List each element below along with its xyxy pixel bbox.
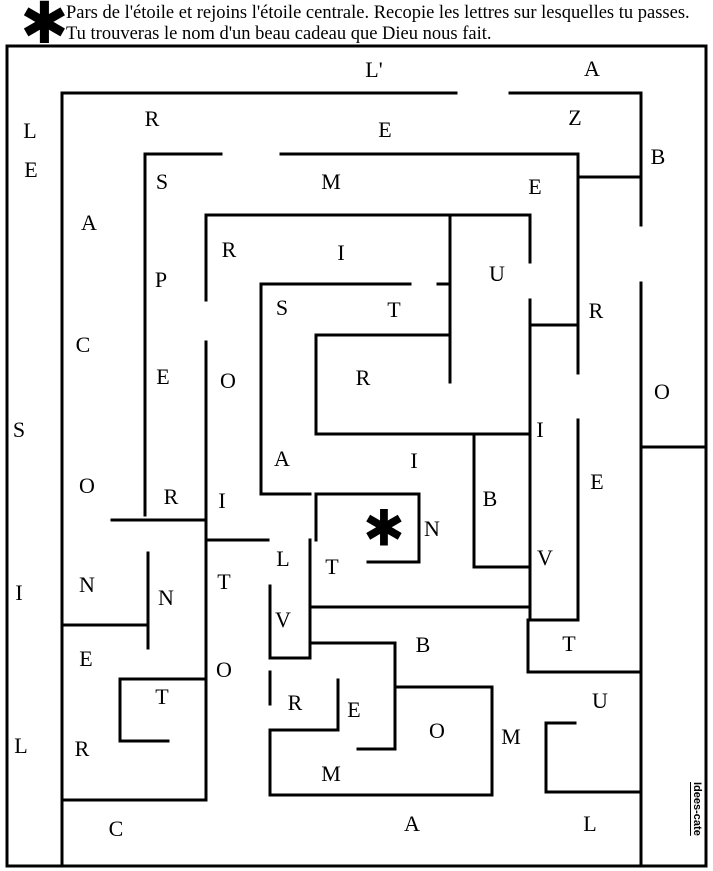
maze-letter: T	[155, 684, 169, 709]
maze-letter: A	[584, 56, 600, 81]
maze-letter: B	[483, 486, 498, 511]
maze-letter: L	[23, 118, 36, 143]
maze-letter: N	[424, 516, 440, 541]
maze-letter: O	[429, 718, 445, 743]
maze-letter: S	[156, 169, 168, 194]
maze-letter: N	[79, 572, 95, 597]
maze-letter: I	[218, 488, 225, 513]
maze-letter: E	[378, 117, 391, 142]
maze-letter: R	[164, 484, 179, 509]
maze-letter: I	[15, 580, 22, 605]
maze-letter: R	[145, 106, 160, 131]
maze-letter: O	[79, 473, 95, 498]
maze-letter: T	[325, 554, 339, 579]
maze-letter: B	[651, 144, 666, 169]
maze-letter: S	[13, 417, 25, 442]
maze-walls	[5, 44, 708, 868]
maze-letter: R	[75, 736, 90, 761]
maze-letter: V	[275, 607, 291, 632]
maze-letter: L	[276, 546, 289, 571]
maze-letter: E	[590, 469, 603, 494]
maze-letters: L' A L E R E Z B S M E A R I U P S T R C…	[13, 56, 670, 841]
maze-letter: O	[654, 379, 670, 404]
maze-letter: I	[536, 417, 543, 442]
maze-letter: T	[562, 631, 576, 656]
maze-letter: I	[410, 448, 417, 473]
center-star-icon: ✱	[363, 500, 405, 558]
maze-letter: V	[537, 545, 553, 570]
maze-letter: R	[288, 690, 303, 715]
maze-letter: A	[274, 446, 290, 471]
instructions: Pars de l'étoile et rejoins l'étoile cen…	[66, 3, 690, 44]
maze-letter: M	[321, 761, 341, 786]
maze-letter: L'	[365, 57, 382, 82]
maze-letter: R	[356, 365, 371, 390]
maze-letter: S	[276, 295, 288, 320]
maze-letter: P	[155, 267, 167, 292]
maze-letter: U	[592, 688, 608, 713]
maze-letter: R	[589, 298, 604, 323]
maze-letter: C	[76, 332, 91, 357]
maze-letter: O	[220, 368, 236, 393]
maze-letter: C	[109, 816, 124, 841]
maze-letter: N	[158, 585, 174, 610]
maze-letter: A	[81, 210, 97, 235]
maze-letter: E	[528, 174, 541, 199]
maze-letter: A	[404, 811, 420, 836]
maze-letter: L	[583, 811, 596, 836]
maze-letter: U	[489, 261, 505, 286]
maze-letter: T	[217, 569, 231, 594]
maze-letter: I	[337, 240, 344, 265]
watermark: Idees-cate	[691, 782, 703, 836]
maze-letter: R	[222, 237, 237, 262]
maze-letter: L	[14, 733, 27, 758]
maze-letter: E	[156, 364, 169, 389]
maze-letter: E	[347, 697, 360, 722]
maze-letter: E	[79, 646, 92, 671]
maze-letter: B	[416, 632, 431, 657]
maze-letter: O	[216, 657, 232, 682]
maze-letter: M	[501, 724, 521, 749]
maze-letter: Z	[568, 105, 581, 130]
header: ✱ Pars de l'étoile et rejoins l'étoile c…	[0, 0, 713, 52]
maze-letter: T	[387, 297, 401, 322]
maze-letter: E	[24, 157, 37, 182]
maze-letter: M	[321, 169, 341, 194]
star-icon: ✱	[20, 0, 69, 57]
